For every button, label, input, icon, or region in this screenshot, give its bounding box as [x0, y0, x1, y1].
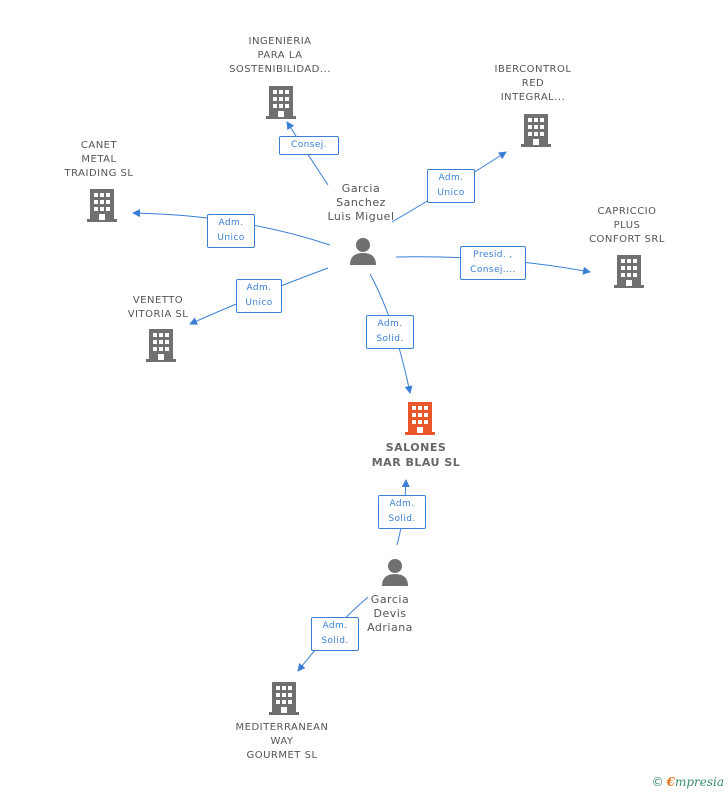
company-label-salones[interactable]: SALONES MAR BLAU SL: [371, 441, 461, 469]
building-icon: [269, 682, 299, 715]
edge-label-consej: Consej.: [279, 136, 339, 155]
person-label-garcia-sanchez[interactable]: Garcia Sanchez Luis Miguel: [327, 182, 395, 223]
building-icon: [266, 86, 296, 119]
company-label-mediterranean[interactable]: MEDITERRANEAN WAY GOURMET SL: [235, 722, 329, 761]
company-label-capriccio[interactable]: CAPRICCIO PLUS CONFORT SRL: [589, 206, 665, 245]
company-label-ibercontrol[interactable]: IBERCONTROL RED INTEGRAL...: [494, 64, 572, 103]
copyright-icon: ©: [651, 775, 664, 789]
brand-e-logo: €: [666, 775, 675, 789]
building-icon: [87, 189, 117, 222]
edge-label-adm-unico-ibercontrol: Adm. Unico: [427, 169, 475, 203]
building-icon: [146, 329, 176, 362]
person-label-garcia-devis[interactable]: Garcia Devis Adriana: [367, 593, 413, 634]
edge-label-presid-consej: Presid. , Consej....: [460, 246, 526, 280]
person-icon: [350, 238, 376, 265]
person-icon: [382, 559, 408, 586]
company-label-venetto[interactable]: VENETTO VITORIA SL: [127, 295, 189, 320]
edge-label-adm-solid-salones-1: Adm. Solid.: [366, 315, 414, 349]
building-icon: [521, 114, 551, 147]
edge-label-adm-solid-salones-2: Adm. Solid.: [378, 495, 426, 529]
edge-label-adm-unico-venetto: Adm. Unico: [236, 279, 282, 313]
edge-label-adm-unico-canet: Adm. Unico: [207, 214, 255, 248]
edge-label-adm-solid-mediterranean: Adm. Solid.: [311, 617, 359, 651]
building-icon: [614, 255, 644, 288]
company-label-ingenieria[interactable]: INGENIERIA PARA LA SOSTENIBILIDAD...: [229, 36, 331, 75]
brand-watermark: ©€mpresia: [652, 775, 724, 789]
brand-name: mpresia: [674, 775, 724, 789]
company-label-canet[interactable]: CANET METAL TRAIDING SL: [64, 140, 134, 179]
main-company-building-icon: [405, 402, 435, 435]
